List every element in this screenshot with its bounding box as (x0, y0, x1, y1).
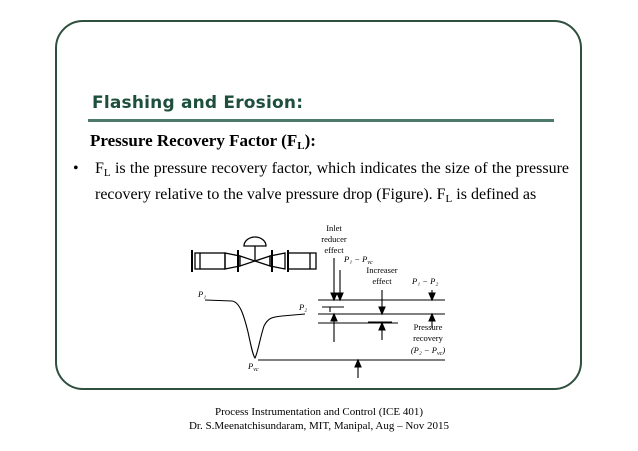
footer-course: Process Instrumentation and Control (ICE… (214, 406, 424, 418)
slide-title: Flashing and Erosion: (92, 93, 304, 113)
footer-author: Dr. S.Meenatchisundaram, MIT, Manipal, A… (188, 420, 450, 432)
inlet-label-1: Inlet (326, 223, 342, 233)
p1-label: P₁ (197, 289, 206, 299)
bullet-subscript-1: L (103, 167, 111, 179)
title-underline (88, 119, 554, 122)
section-heading: Pressure Recovery Factor (FL): (90, 131, 316, 152)
valve-diagram (191, 236, 317, 272)
increaser-label-2: effect (372, 276, 392, 286)
bullet-text-part2: is the pressure recovery factor, which i… (95, 160, 569, 203)
p1-minus-p2-label: P₁ − P₂ (411, 276, 438, 286)
inlet-label-2: reducer (321, 234, 347, 244)
recovery-label-1: Pressure (414, 322, 443, 332)
section-heading-subscript: L (297, 140, 305, 152)
p2-label: P₂ (298, 302, 307, 312)
dimension-arrows (330, 258, 436, 378)
increaser (269, 252, 286, 270)
bullet-text-part1: F (95, 160, 104, 177)
recovery-label-3: (P₂ − Pvc) (411, 345, 445, 357)
slide-frame (55, 20, 582, 390)
inlet-label-3: effect (324, 245, 344, 255)
pressure-profile (204, 299, 445, 361)
section-heading-text: Pressure Recovery Factor (F (90, 131, 298, 150)
p1-minus-pvc-label: P₁ − Pvc (343, 254, 373, 266)
bullet-text-part3: is defined as (452, 186, 537, 203)
bullet-item: • FL is the pressure recovery factor, wh… (73, 158, 569, 210)
pressure-curve (204, 299, 306, 359)
valve-actuator (243, 236, 267, 247)
bullet-subscript-2: L (445, 193, 453, 205)
increaser-label-1: Increaser (366, 265, 397, 275)
outlet-pipe (287, 252, 317, 270)
pvc-label: Pvc (247, 361, 259, 373)
bullet-symbol: • (73, 160, 79, 177)
recovery-label-2: recovery (413, 333, 443, 343)
bullet-text: FL is the pressure recovery factor, whic… (95, 158, 569, 210)
section-heading-end: ): (304, 131, 316, 150)
